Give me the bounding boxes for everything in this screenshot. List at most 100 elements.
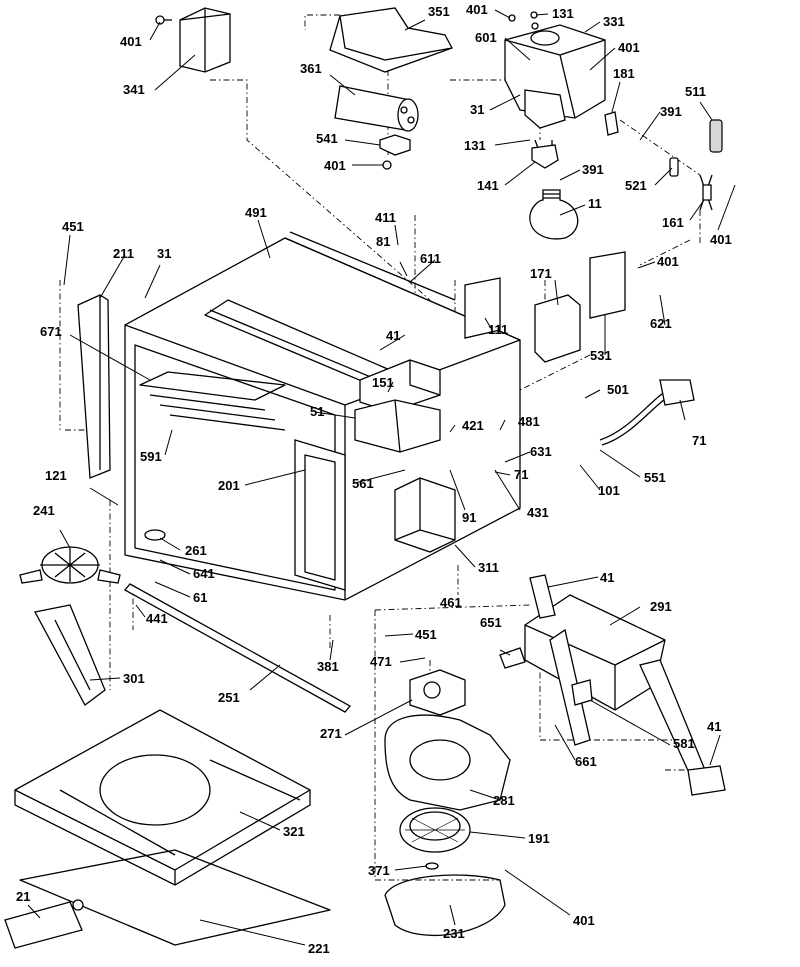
label: 31 bbox=[470, 102, 484, 117]
label: 141 bbox=[477, 178, 499, 193]
lamp-housing-331 bbox=[504, 24, 606, 129]
label: 11 bbox=[588, 196, 602, 211]
label: 111 bbox=[488, 322, 508, 337]
label: 81 bbox=[376, 234, 390, 249]
label: 401 bbox=[618, 40, 640, 55]
label: 641 bbox=[193, 566, 215, 581]
label: 531 bbox=[590, 348, 612, 363]
part-581 bbox=[571, 679, 593, 706]
label: 251 bbox=[218, 690, 240, 705]
label: 411 bbox=[375, 210, 396, 225]
label: 71 bbox=[692, 433, 706, 448]
label: 211 bbox=[113, 246, 134, 261]
label: 71 bbox=[514, 467, 528, 482]
label: 321 bbox=[283, 824, 305, 839]
switch-181 bbox=[604, 111, 619, 136]
label: 491 bbox=[245, 205, 267, 220]
label: 121 bbox=[45, 468, 67, 483]
tray-671 bbox=[139, 371, 286, 431]
label: 621 bbox=[650, 316, 672, 331]
label: 201 bbox=[218, 478, 240, 493]
label: 461 bbox=[440, 595, 462, 610]
control-board-151 bbox=[359, 359, 441, 413]
label: 401 bbox=[573, 913, 595, 928]
roller-261 bbox=[144, 529, 166, 541]
label: 651 bbox=[480, 615, 502, 630]
bracket-541 bbox=[379, 134, 411, 156]
label-21 bbox=[4, 899, 84, 949]
label: 281 bbox=[493, 793, 515, 808]
fuse-511 bbox=[709, 119, 723, 153]
label: 481 bbox=[518, 414, 540, 429]
label: 31 bbox=[157, 246, 171, 261]
label: 61 bbox=[193, 590, 207, 605]
label: 581 bbox=[673, 736, 695, 751]
door-frame-211 bbox=[77, 294, 111, 479]
label: 241 bbox=[33, 503, 55, 518]
label: 181 bbox=[613, 66, 635, 81]
capacitor-361 bbox=[334, 85, 419, 132]
socket-141 bbox=[531, 139, 559, 169]
duct-291 bbox=[524, 594, 706, 776]
label: 341 bbox=[123, 82, 145, 97]
label: 401 bbox=[466, 2, 488, 17]
label: 401 bbox=[324, 158, 346, 173]
label: 511 bbox=[685, 84, 706, 99]
motor-271 bbox=[409, 669, 466, 716]
label: 421 bbox=[462, 418, 484, 433]
label: 401 bbox=[710, 232, 732, 247]
label: 631 bbox=[530, 444, 552, 459]
label: 131 bbox=[552, 6, 574, 21]
label: 221 bbox=[308, 941, 330, 956]
label: 191 bbox=[528, 831, 550, 846]
base-321 bbox=[14, 709, 311, 886]
label: 381 bbox=[317, 659, 339, 674]
label: 311 bbox=[478, 560, 499, 575]
label: 271 bbox=[320, 726, 342, 741]
bracket-201 bbox=[294, 439, 346, 591]
cover-111 bbox=[464, 277, 501, 339]
label: 161 bbox=[662, 215, 684, 230]
screw-401-cap bbox=[382, 160, 392, 170]
label: 521 bbox=[625, 178, 647, 193]
cover-531 bbox=[589, 251, 626, 319]
part-651 bbox=[499, 647, 526, 669]
label: 591 bbox=[140, 449, 162, 464]
label: 331 bbox=[603, 14, 625, 29]
label: 451 bbox=[62, 219, 84, 234]
label: 101 bbox=[598, 483, 620, 498]
tab-41-right bbox=[687, 765, 726, 796]
label: 401 bbox=[120, 34, 142, 49]
fan-blade-191 bbox=[399, 807, 471, 853]
label: 661 bbox=[575, 754, 597, 769]
label: 41 bbox=[600, 570, 614, 585]
label: 51 bbox=[310, 404, 324, 419]
leader-lines bbox=[27, 9, 736, 946]
label: 391 bbox=[660, 104, 682, 119]
label: 501 bbox=[607, 382, 629, 397]
bracket-171 bbox=[534, 294, 581, 363]
cover-351 bbox=[329, 7, 453, 73]
turntable-241 bbox=[19, 546, 121, 584]
hv-transformer-311 bbox=[394, 477, 456, 553]
cabinet-341 bbox=[179, 7, 231, 73]
label: 601 bbox=[475, 30, 497, 45]
washer-371 bbox=[425, 862, 439, 870]
screw-401-top-left bbox=[155, 15, 172, 25]
label: 441 bbox=[146, 611, 168, 626]
label: 171 bbox=[530, 266, 552, 281]
label: 301 bbox=[123, 671, 145, 686]
label: 261 bbox=[185, 543, 207, 558]
label: 231 bbox=[443, 926, 465, 941]
screws-401-top bbox=[508, 11, 539, 30]
label: 131 bbox=[464, 138, 486, 153]
label: 611 bbox=[420, 251, 441, 266]
clip-521 bbox=[669, 157, 679, 177]
label: 561 bbox=[352, 476, 374, 491]
label: 391 bbox=[582, 162, 604, 177]
label: 41 bbox=[386, 328, 400, 343]
label: 21 bbox=[16, 889, 30, 904]
label: 541 bbox=[316, 131, 338, 146]
label: 431 bbox=[527, 505, 549, 520]
